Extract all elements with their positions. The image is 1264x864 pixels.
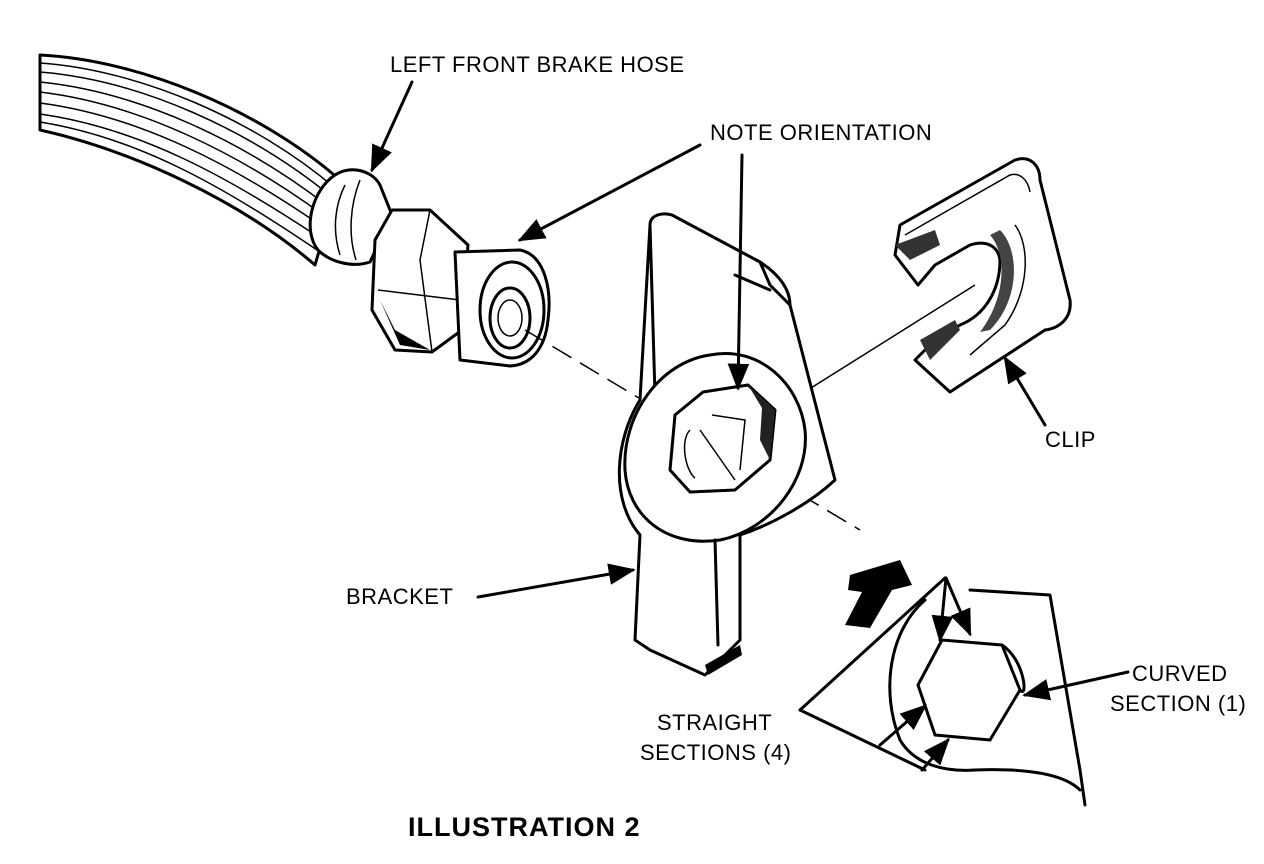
illustration-caption: ILLUSTRATION 2 bbox=[408, 812, 641, 842]
label-straight-line2: SECTIONS (4) bbox=[640, 740, 792, 765]
label-straight-line1: STRAIGHT bbox=[657, 710, 773, 735]
label-curved-line2: SECTION (1) bbox=[1110, 691, 1247, 716]
bracket bbox=[617, 212, 837, 677]
label-curved-line1: CURVED bbox=[1132, 661, 1228, 686]
detail-inset bbox=[798, 560, 1087, 807]
leader-arrows bbox=[370, 80, 1130, 772]
label-note-orientation: NOTE ORIENTATION bbox=[710, 120, 933, 145]
brake-hose bbox=[38, 53, 551, 368]
label-brake-hose: LEFT FRONT BRAKE HOSE bbox=[390, 52, 685, 77]
clip bbox=[893, 157, 1072, 394]
label-bracket: BRACKET bbox=[346, 584, 454, 609]
label-clip: CLIP bbox=[1045, 427, 1096, 452]
